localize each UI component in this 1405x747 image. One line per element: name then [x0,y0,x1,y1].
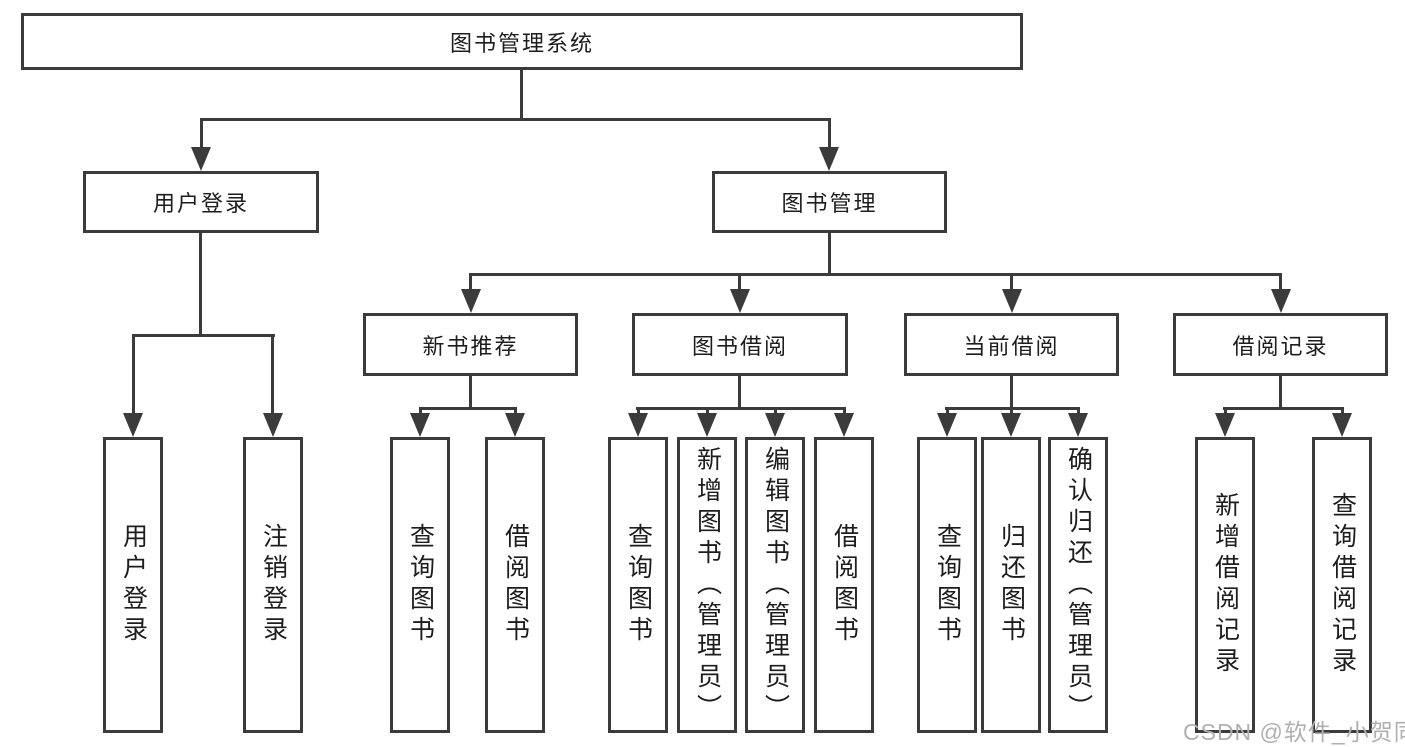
arrowhead-icon [505,413,525,437]
leaf-query-books-current: 查询图书 [917,437,977,733]
arrowhead-icon [1332,413,1352,437]
connector-drop [469,273,472,292]
arrowhead-icon [937,413,957,437]
leaf-logout-login: 注销登录 [243,437,303,733]
leaf-add-borrow-record: 新增借阅记录 [1195,437,1255,733]
node-current-borrowing: 当前借阅 [904,313,1119,376]
arrowhead-icon [765,413,785,437]
leaf-query-books-borrow: 查询图书 [608,437,668,733]
leaf-edit-books-admin: 编辑图书（管理员） [745,437,805,733]
connector-group-rail [419,407,517,410]
csdn-watermark: CSDN @软件_小贺同学 [1183,719,1405,745]
leaf-add-books-admin: 新增图书（管理员） [677,437,737,733]
connector-level3-rail [469,273,1282,276]
leaf-label: 新增借阅记录 [1211,492,1240,678]
node-label: 图书管理 [781,191,878,216]
arrowhead-icon [628,413,648,437]
node-label: 图书管理系统 [449,30,594,56]
connector-group-stub [1279,376,1282,407]
arrowhead-icon [461,289,481,313]
leaf-label: 注销登录 [259,523,288,647]
arrowhead-icon [1215,413,1235,437]
leaf-label: 查询图书 [624,523,653,647]
arrowhead-icon [730,289,750,313]
leaf-return-books: 归还图书 [981,437,1041,733]
arrowhead-icon [191,147,211,171]
leaf-label: 编辑图书（管理员） [761,445,790,725]
arrowhead-icon [410,413,430,437]
arrowhead-icon [1068,413,1088,437]
leaf-borrow-books-recommend: 借阅图书 [485,437,545,733]
node-label: 当前借阅 [963,333,1060,359]
connector-root-stub [520,69,523,118]
leaf-label: 确认归还（管理员） [1064,445,1093,725]
connector-drop [1279,273,1282,292]
node-label: 图书借阅 [691,333,788,359]
connector-drop [828,118,831,150]
leaf-user-login: 用户登录 [103,437,163,733]
connector-user-login-rail [132,334,275,337]
connector-group-stub [1010,376,1013,407]
connector-drop [132,334,135,417]
arrowhead-icon [1271,289,1291,313]
arrowhead-icon [819,147,839,171]
connector-user-login-stub [199,233,202,334]
connector-drop [1010,273,1013,292]
leaf-label: 查询借阅记录 [1328,492,1357,678]
connector-group-stub [469,376,472,407]
node-user-login: 用户登录 [83,171,319,233]
connector-group-rail [1223,407,1344,410]
connector-drop [738,273,741,292]
arrowhead-icon [123,413,143,437]
node-borrowing-records: 借阅记录 [1173,313,1388,376]
node-new-book-recommend: 新书推荐 [363,313,578,376]
arrowhead-icon [1001,413,1021,437]
arrowhead-icon [834,413,854,437]
leaf-label: 查询图书 [406,523,435,647]
connector-group-stub [738,376,741,407]
leaf-label: 新增图书（管理员） [693,445,722,725]
leaf-label: 用户登录 [119,523,148,647]
connector-book-management-stub [828,233,831,273]
arrowhead-icon [1002,289,1022,313]
node-book-borrowing: 图书借阅 [632,313,848,376]
leaf-label: 借阅图书 [501,523,530,647]
arrowhead-icon [697,413,717,437]
arrowhead-icon [263,413,283,437]
node-label: 用户登录 [152,191,249,216]
leaf-label: 借阅图书 [830,523,859,647]
node-book-management: 图书管理 [712,171,947,233]
node-root-library-management-system: 图书管理系统 [21,13,1023,70]
leaf-label: 查询图书 [933,523,962,647]
node-label: 新书推荐 [422,333,519,359]
node-label: 借阅记录 [1232,333,1329,359]
connector-drop [271,334,274,417]
leaf-confirm-return-admin: 确认归还（管理员） [1048,437,1108,733]
leaf-label: 归还图书 [997,523,1026,647]
leaf-query-borrow-record: 查询借阅记录 [1312,437,1372,733]
connector-drop [200,118,203,150]
connector-group-rail [636,407,846,410]
connector-level2-rail [200,118,831,121]
leaf-query-books-recommend: 查询图书 [390,437,450,733]
leaf-borrow-books-borrow: 借阅图书 [814,437,874,733]
